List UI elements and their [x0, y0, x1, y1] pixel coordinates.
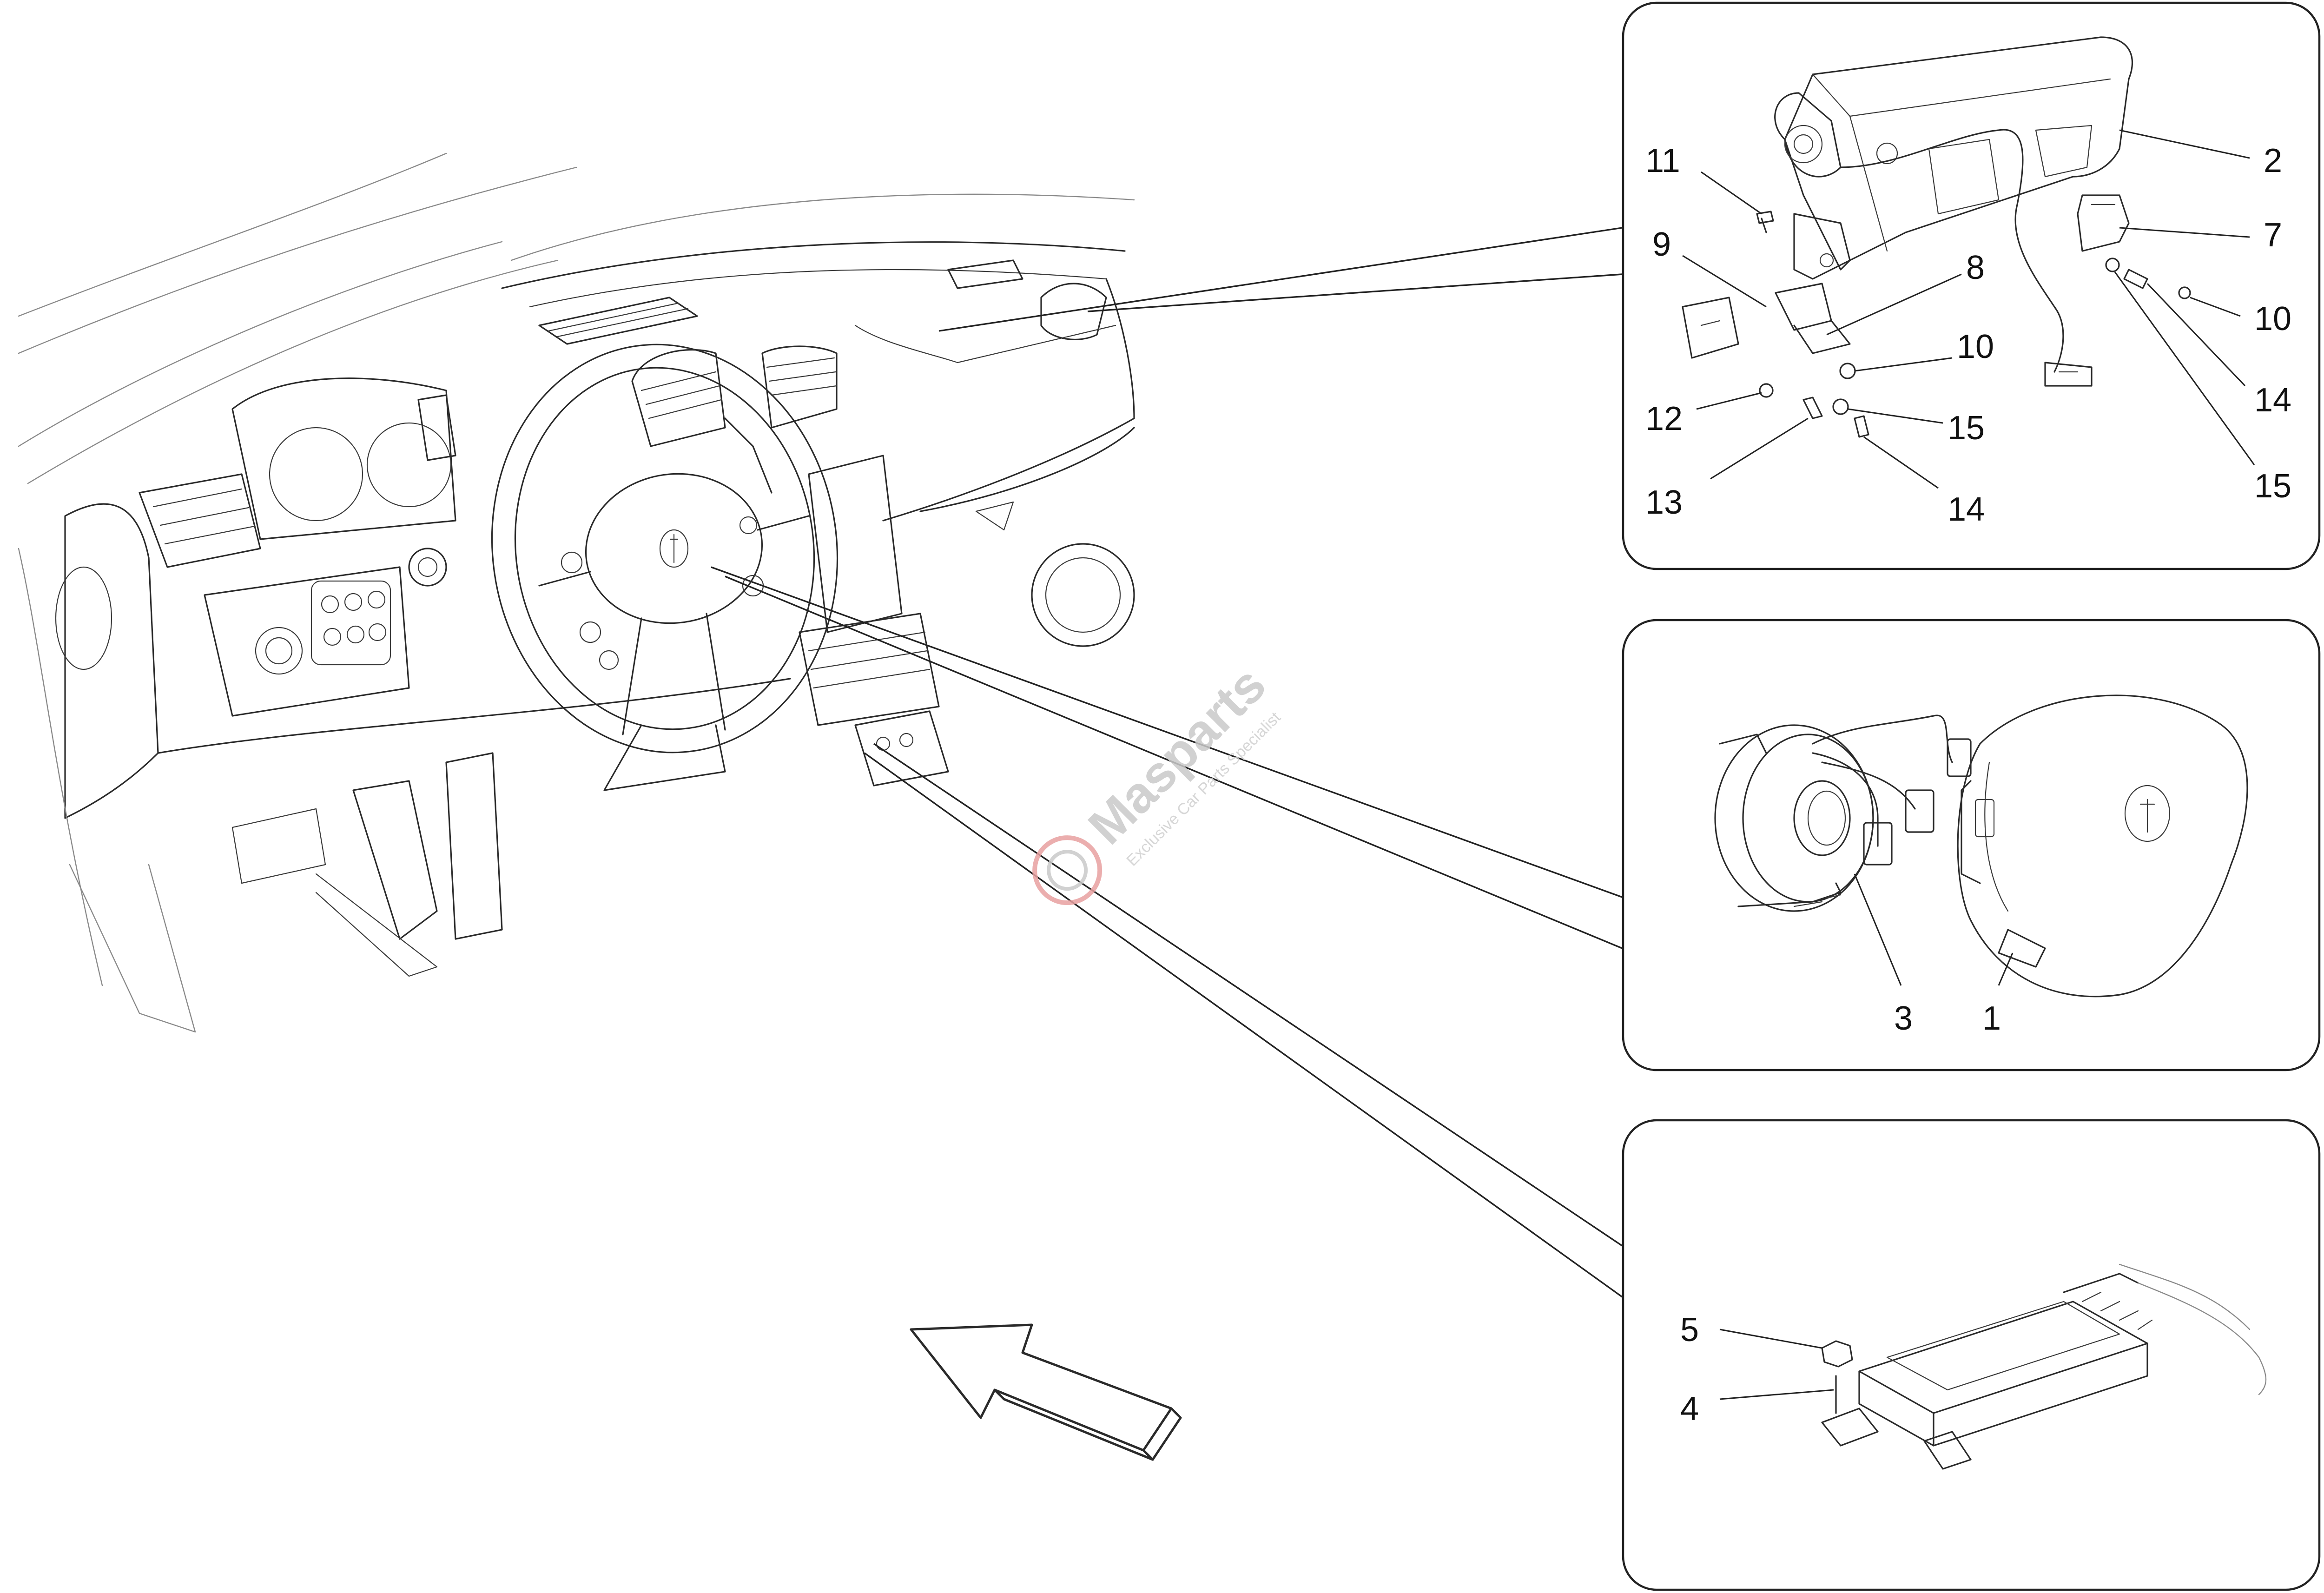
callout-5: 5 [1680, 1311, 1699, 1348]
leader-passenger-airbag-lower [1087, 273, 1623, 312]
callout-15a: 15 [1948, 410, 1985, 447]
watermark: Masparts Exclusive Car Parts Specialist [1032, 656, 1284, 906]
callout-14a: 14 [2254, 382, 2291, 419]
passenger-airbag-panel: 2 11 7 9 8 10 10 12 15 14 13 14 15 [1622, 1, 2321, 570]
callout-13: 13 [1645, 484, 1683, 521]
callout-line-10a [1854, 357, 1953, 372]
callout-3: 3 [1894, 1000, 1913, 1037]
leader-control-unit-upper [873, 743, 1623, 1247]
callout-12: 12 [1645, 400, 1683, 437]
callout-line-9 [1682, 255, 1767, 308]
callout-line-12 [1696, 392, 1762, 410]
callout-line-15b [2114, 271, 2255, 465]
leader-lines [711, 227, 1623, 1298]
callout-11: 11 [1645, 142, 1680, 179]
callout-2: 2 [2264, 142, 2282, 179]
callout-10b: 10 [2254, 300, 2291, 337]
callout-8: 8 [1966, 249, 1985, 286]
callout-line-2 [2119, 129, 2250, 159]
callout-line-14b [1863, 436, 1939, 489]
callout-4: 4 [1680, 1390, 1699, 1428]
callout-15b: 15 [2254, 468, 2291, 505]
callout-line-3 [1854, 873, 1902, 986]
callout-line-10b [2190, 297, 2241, 317]
callout-line-7 [2119, 227, 2250, 238]
callout-line-8 [1826, 273, 1962, 336]
callout-line-11 [1701, 171, 1762, 215]
callout-9: 9 [1652, 226, 1671, 263]
callout-line-13 [1710, 417, 1809, 480]
leader-driver-airbag-lower [725, 575, 1623, 949]
leader-driver-airbag-upper [711, 566, 1623, 898]
leader-control-unit-lower [864, 752, 1623, 1298]
callout-10a: 10 [1957, 328, 1994, 365]
callout-line-15a [1848, 408, 1943, 424]
callout-line-1 [1998, 952, 2014, 986]
control-unit-panel: 5 4 [1622, 1119, 2321, 1591]
callout-line-4 [1719, 1389, 1834, 1400]
watermark-logo-icon [1032, 835, 1103, 906]
callout-14b: 14 [1948, 491, 1985, 528]
callout-1: 1 [1982, 1000, 2001, 1037]
dashboard-overview [18, 152, 1135, 1033]
callout-7: 7 [2264, 217, 2282, 254]
callout-line-5 [1719, 1329, 1822, 1349]
driver-airbag-panel: 3 1 [1622, 619, 2321, 1071]
direction-arrow [910, 1323, 1182, 1461]
leader-passenger-airbag [938, 227, 1623, 332]
callout-line-14a [2146, 283, 2246, 387]
